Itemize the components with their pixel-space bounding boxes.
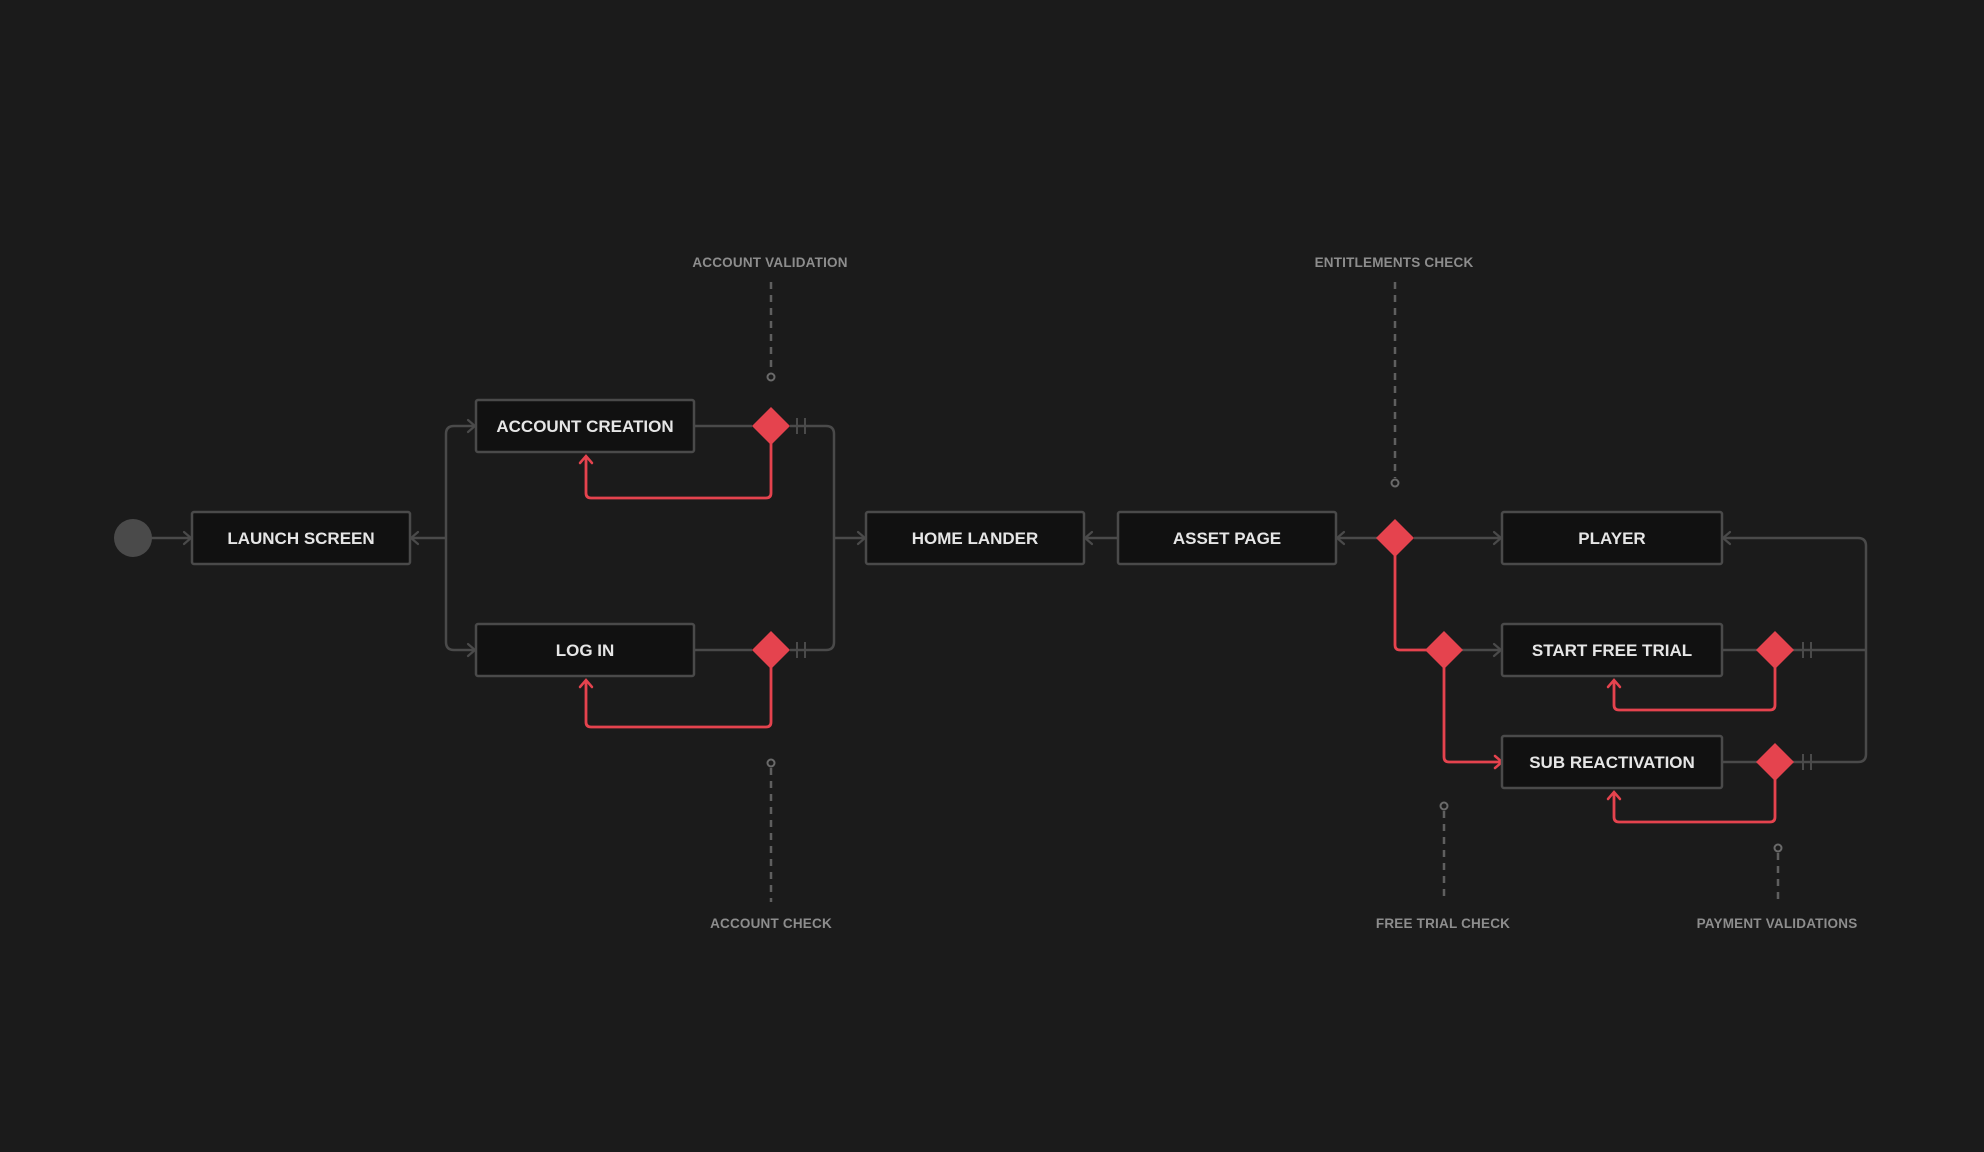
retry-sub-reactivation [1612,762,1777,824]
annotation-free-trial-check: FREE TRIAL CHECK [1376,916,1510,931]
annotation-leaders [766,282,1783,902]
node-label: HOME LANDER [912,529,1039,548]
decision-diamonds [752,407,1794,781]
node-log-in[interactable]: LOG IN [474,622,696,678]
retry-log-in [584,650,773,729]
node-label: PLAYER [1578,529,1645,548]
edge-bus-player [1722,536,1868,764]
annotation-payment-validations: PAYMENT VALIDATIONS [1697,916,1858,931]
node-label: START FREE TRIAL [1532,641,1692,660]
connectors [150,418,1868,770]
node-player[interactable]: PLAYER [1500,510,1724,566]
decision-payment-reactivation [1756,743,1794,781]
start-node [114,519,152,557]
node-start-free-trial[interactable]: START FREE TRIAL [1500,622,1724,678]
decision-payment-trial [1756,631,1794,669]
retry-account-creation [584,426,773,500]
node-label: LOG IN [556,641,615,660]
annotation-entitlements-check: ENTITLEMENTS CHECK [1315,255,1474,270]
node-label: SUB REACTIVATION [1529,753,1695,772]
retry-start-free-trial [1612,650,1777,712]
node-launch-screen[interactable]: LAUNCH SCREEN [190,510,412,566]
annotation-account-validation: ACCOUNT VALIDATION [692,255,847,270]
decision-account-validation [752,407,790,445]
annotation-account-check: ACCOUNT CHECK [710,916,832,931]
decision-entitlements-check [1376,519,1414,557]
edge-validation-merge [790,424,836,652]
node-account-creation[interactable]: ACCOUNT CREATION [474,398,696,454]
node-label: ASSET PAGE [1173,529,1281,548]
node-sub-reactivation[interactable]: SUB REACTIVATION [1500,734,1724,790]
node-label: ACCOUNT CREATION [496,417,673,436]
edge-split-branches [444,424,476,652]
decision-paths [578,426,1777,824]
decision-account-check [752,631,790,669]
branch-trial-reactivation [1442,650,1502,764]
node-label: LAUNCH SCREEN [227,529,374,548]
node-home-lander[interactable]: HOME LANDER [864,510,1086,566]
decision-free-trial-check [1425,631,1463,669]
node-asset-page[interactable]: ASSET PAGE [1116,510,1338,566]
branch-entitlements-trial [1393,538,1444,652]
